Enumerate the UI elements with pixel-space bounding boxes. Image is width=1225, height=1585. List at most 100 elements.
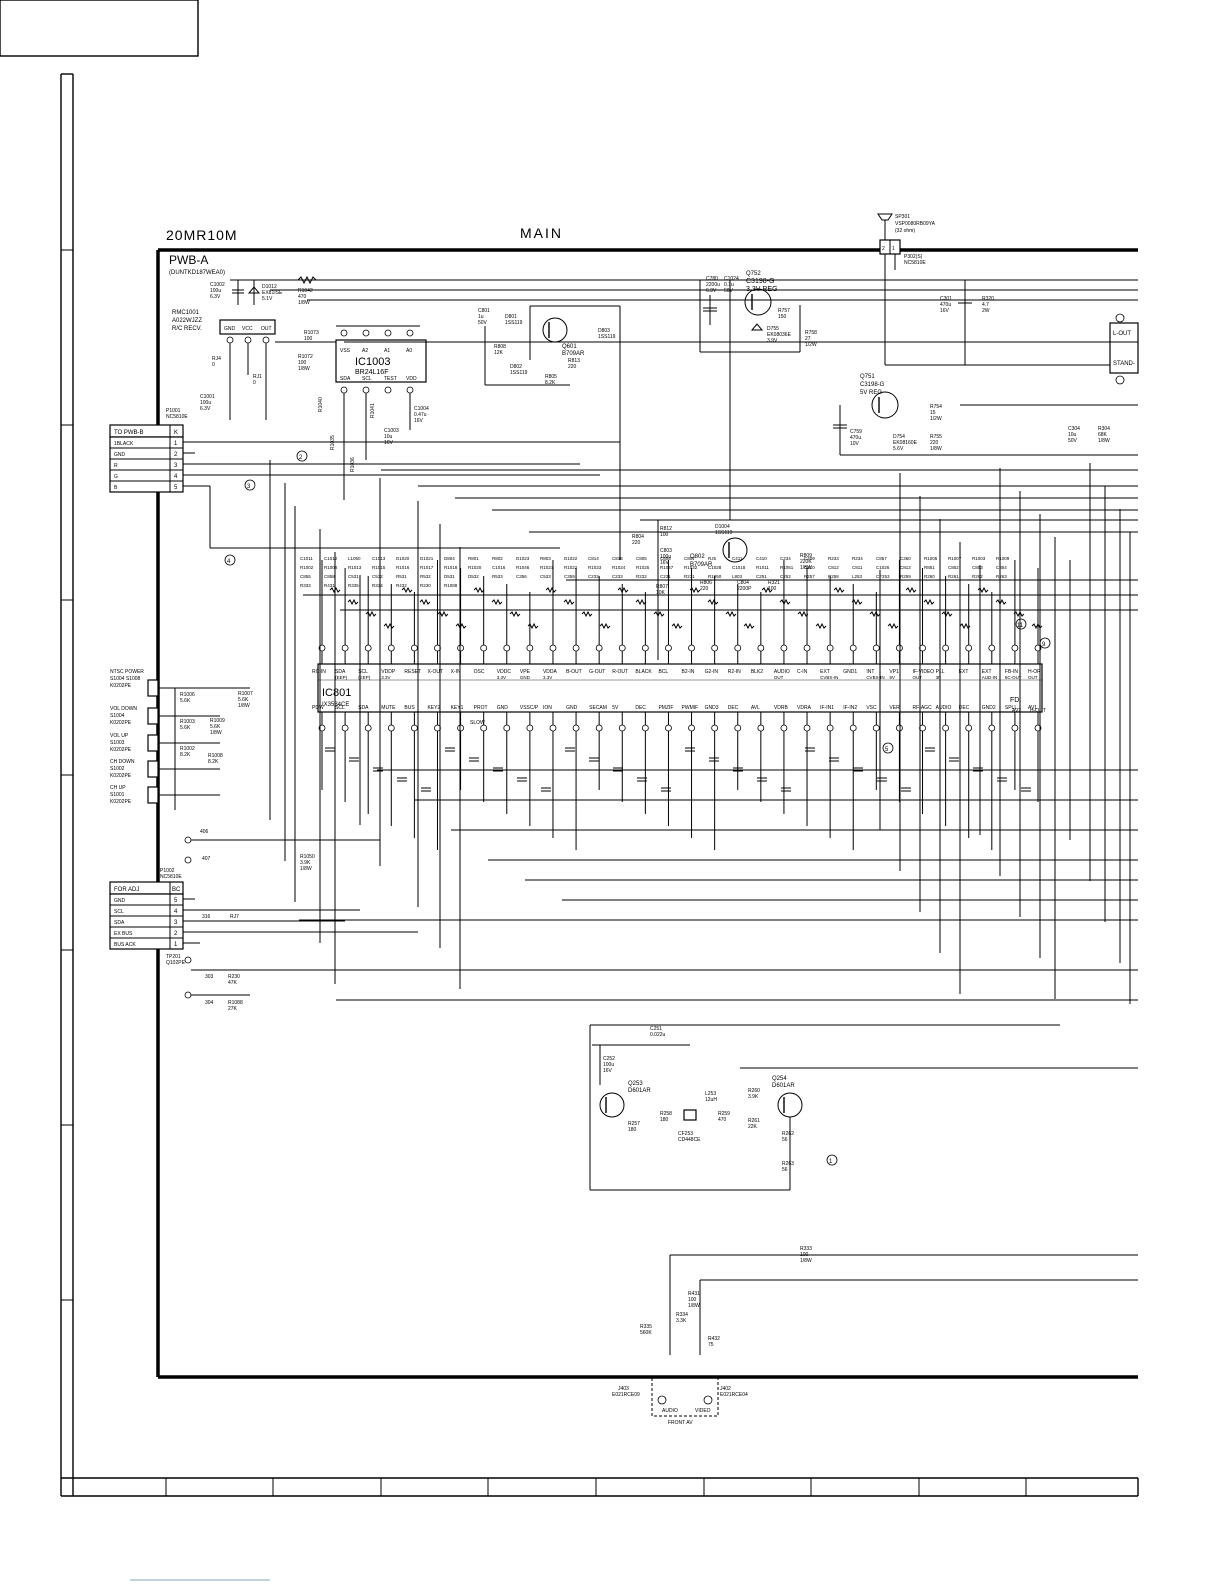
svg-text:1/2W: 1/2W xyxy=(805,342,817,348)
svg-text:C780: C780 xyxy=(706,276,718,282)
svg-text:Q254: Q254 xyxy=(772,1076,787,1082)
component-ref: C1012 xyxy=(324,556,338,561)
svg-text:R304: R304 xyxy=(1098,426,1110,432)
component-ref: C810 xyxy=(804,565,815,570)
component-ref: D1023 xyxy=(516,556,530,561)
svg-text:R260: R260 xyxy=(748,1088,760,1094)
svg-text:3: 3 xyxy=(247,484,251,490)
ic801-top-pin-label: RESET xyxy=(404,669,421,675)
ic1003-ref: IC1003 xyxy=(355,356,390,368)
component-ref: C805 xyxy=(636,556,647,561)
svg-text:470: 470 xyxy=(718,1117,727,1123)
svg-text:47K: 47K xyxy=(228,980,238,986)
ic801-bottom-pin-label: VSC xyxy=(866,705,877,711)
svg-text:2: 2 xyxy=(174,452,178,458)
svg-text:5.6K: 5.6K xyxy=(210,724,221,730)
ic801-bottom-pin-label: RF-AGC xyxy=(913,705,933,711)
svg-text:316: 316 xyxy=(202,914,211,920)
svg-text:5.6V: 5.6V xyxy=(893,446,904,452)
svg-text:560K: 560K xyxy=(640,1330,652,1336)
svg-text:D803: D803 xyxy=(598,328,610,334)
svg-text:10u: 10u xyxy=(384,434,393,440)
svg-text:VIDEO: VIDEO xyxy=(695,1408,711,1414)
svg-text:C1004: C1004 xyxy=(414,406,429,412)
ic801-bottom-pin xyxy=(988,724,996,732)
svg-text:5: 5 xyxy=(174,898,178,904)
svg-text:8.2K: 8.2K xyxy=(208,759,219,765)
component-ref: C858 xyxy=(324,574,335,579)
component-ref: R1025 xyxy=(636,565,650,570)
svg-text:4: 4 xyxy=(227,559,231,565)
svg-text:470: 470 xyxy=(298,294,307,300)
svg-text:R1035: R1035 xyxy=(330,435,336,450)
svg-text:56: 56 xyxy=(782,1167,788,1173)
svg-text:P1001: P1001 xyxy=(166,408,181,414)
ic801-bottom-pin xyxy=(618,724,626,732)
component-ref: R260 xyxy=(924,574,935,579)
svg-text:50V: 50V xyxy=(1068,438,1078,444)
component-ref: R333 xyxy=(300,583,311,588)
svg-text:1SS119: 1SS119 xyxy=(598,334,616,340)
component-ref: C359 xyxy=(564,574,575,579)
svg-text:220K: 220K xyxy=(800,559,812,565)
component-ref: R1047 xyxy=(660,565,674,570)
svg-text:22K: 22K xyxy=(748,1124,758,1130)
svg-text:RJ4: RJ4 xyxy=(212,356,221,362)
component-ref: C1011 xyxy=(300,556,313,561)
svg-text:10K: 10K xyxy=(656,590,666,596)
svg-text:CF253: CF253 xyxy=(678,1131,693,1137)
svg-text:D801: D801 xyxy=(505,314,517,320)
component-ref: R1013 xyxy=(348,565,362,570)
rmc1001-part: A022WJZZ xyxy=(172,318,202,324)
ic801-bottom-pin xyxy=(942,724,950,732)
svg-text:NC5810E: NC5810E xyxy=(166,414,188,420)
svg-text:100u: 100u xyxy=(660,554,671,560)
svg-text:R804: R804 xyxy=(632,534,644,540)
svg-text:S1002: S1002 xyxy=(110,766,125,772)
svg-text:6.3V: 6.3V xyxy=(200,406,211,412)
svg-text:R261: R261 xyxy=(748,1118,760,1124)
svg-text:C1001: C1001 xyxy=(200,394,215,400)
component-ref: D532 xyxy=(468,574,479,579)
svg-text:9V: 9V xyxy=(889,675,895,680)
ic801-top-pin xyxy=(826,644,834,652)
ic801-bottom-pin xyxy=(757,724,765,732)
svg-text:A0: A0 xyxy=(406,348,412,354)
component-ref: C360 xyxy=(900,556,911,561)
component-ref: C410 xyxy=(756,556,767,561)
component-ref: D1022 xyxy=(564,556,578,561)
svg-text:100: 100 xyxy=(304,336,313,342)
component-ref: R1003 xyxy=(972,556,986,561)
svg-text:406: 406 xyxy=(200,829,209,835)
q751-sub: 5V REG xyxy=(860,390,882,396)
component-ref: R531 xyxy=(396,574,407,579)
svg-text:303: 303 xyxy=(205,974,214,980)
svg-text:3F: 3F xyxy=(936,675,942,680)
svg-text:Q102PE: Q102PE xyxy=(166,960,186,966)
component-ref: R1088 xyxy=(444,583,458,588)
svg-text:2200u: 2200u xyxy=(706,282,720,288)
component-ref: D804 xyxy=(444,556,455,561)
ic801-part: IX3584CE xyxy=(322,702,349,708)
svg-text:R809: R809 xyxy=(800,553,812,559)
component-ref: R1018 xyxy=(444,565,458,570)
ic801-bottom-pin xyxy=(803,724,811,732)
svg-text:EK08036E: EK08036E xyxy=(767,332,792,338)
ic801-bottom-pin-label: GND3 xyxy=(705,705,719,711)
ic801-bottom-pin-label: BUS xyxy=(404,705,415,711)
svg-text:S1001: S1001 xyxy=(110,792,125,798)
ic801-top-pin-label: VP1 xyxy=(889,669,899,675)
svg-text:10V: 10V xyxy=(850,441,860,447)
svg-text:3.3K: 3.3K xyxy=(676,1318,687,1324)
svg-text:R808: R808 xyxy=(494,344,506,350)
component-ref: C814 xyxy=(588,556,599,561)
ic801-top-pin-label: R-OUT xyxy=(612,669,628,675)
component-ref: C356 xyxy=(516,574,527,579)
component-ref: C532 xyxy=(372,574,383,579)
ic801-pins: RC-INPDWSDA(EEP)SCLSCL(EEP)SDAVDDP3.3VMU… xyxy=(312,560,1042,850)
ic801-bottom-pin xyxy=(457,724,464,732)
svg-text:R812: R812 xyxy=(660,526,672,532)
key-switches: NTSC POWER S1004 S1008 K0202PE VOL DOWN … xyxy=(110,669,253,810)
stand-label: STAND- xyxy=(1113,361,1135,367)
ic801-top-pin-label: RC-IN xyxy=(312,669,326,675)
